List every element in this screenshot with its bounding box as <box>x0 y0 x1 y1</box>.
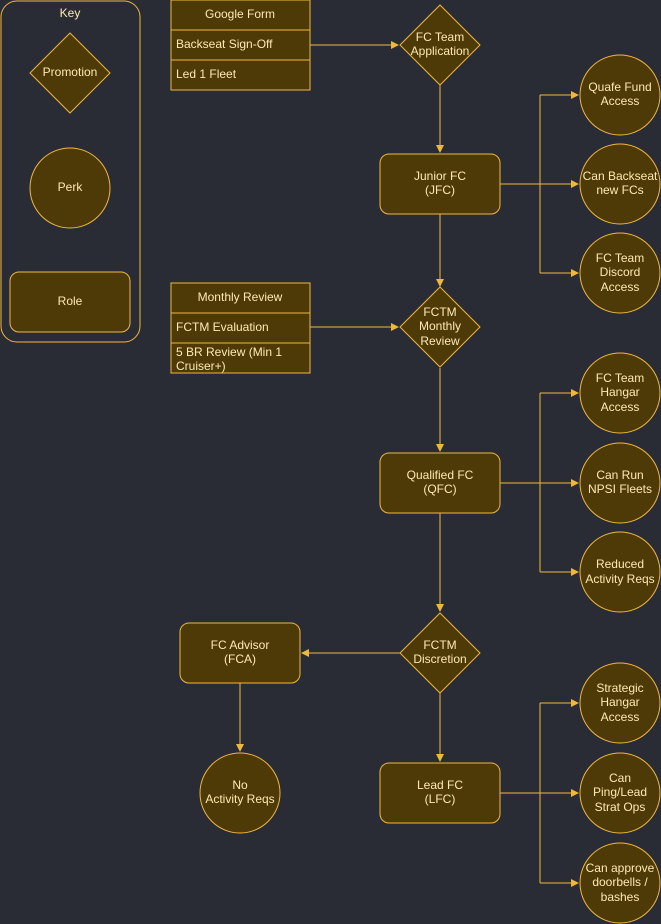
promotion-label-line: Monthly <box>419 319 461 333</box>
perk-circle <box>579 531 661 613</box>
key-title: Key <box>60 6 81 20</box>
role-box <box>179 622 301 684</box>
perk-label-line: FC Team <box>596 371 644 385</box>
perk-label-line: Access <box>601 280 640 294</box>
role-fca: FC Advisor (FCA) <box>179 622 301 684</box>
key-role-label: Role <box>58 294 83 308</box>
perk-approve-doorbells: Can approve doorbells / bashes <box>579 842 661 924</box>
role-box <box>379 762 501 824</box>
perk-label-line: FC Team <box>596 251 644 265</box>
role-label-line: FC Advisor <box>211 638 270 652</box>
perk-label-line: Discord <box>600 265 641 279</box>
promotion-label-line: FCTM <box>423 638 456 652</box>
key-frame <box>0 0 141 343</box>
application-table-row-label: Led 1 Fleet <box>176 67 237 81</box>
application-table-header-label: Google Form <box>205 7 275 21</box>
perk-discord-access: FC Team Discord Access <box>579 232 661 314</box>
perk-label-line: Reduced <box>596 557 644 571</box>
perk-circle <box>579 442 661 524</box>
perk-label-line: Ping/Lead <box>593 785 647 799</box>
perk-label-line: Can Run <box>596 468 643 482</box>
perk-strategic-hangar: Strategic Hangar Access <box>579 662 661 744</box>
promotion-label-line: Discretion <box>413 652 466 666</box>
perk-label-line: new FCs <box>596 183 643 197</box>
perk-can-backseat: Can Backseat new FCs <box>579 143 661 225</box>
role-label-line: (LFC) <box>425 792 456 806</box>
perk-reduced-activity: Reduced Activity Reqs <box>579 531 661 613</box>
promotion-application: FC Team Application <box>399 4 481 86</box>
review-requirements-table: Monthly Review FCTM Evaluation 5 BR Revi… <box>170 282 311 374</box>
key-panel: Key Promotion Perk Role <box>0 0 141 343</box>
perk-label-line: Access <box>601 94 640 108</box>
promotion-discretion: FCTM Discretion <box>399 612 481 694</box>
application-table-row-label: Backseat Sign-Off <box>176 37 273 51</box>
perk-label-line: Can approve <box>586 861 655 875</box>
perk-ping-lead: Can Ping/Lead Strat Ops <box>579 752 661 834</box>
perk-label-line: Can Backseat <box>583 169 658 183</box>
perk-label-line: bashes <box>601 890 640 904</box>
key-perk-label: Perk <box>58 180 84 194</box>
perk-hangar-access: FC Team Hangar Access <box>579 352 661 434</box>
role-label-line: (JFC) <box>425 183 455 197</box>
key-role-box <box>9 271 131 333</box>
role-label-line: (FCA) <box>224 652 256 666</box>
role-label-line: (QFC) <box>423 482 456 496</box>
key-promotion-label: Promotion <box>43 65 98 79</box>
perk-label-line: Quafe Fund <box>588 80 651 94</box>
perk-label-line: Access <box>601 400 640 414</box>
review-table-row-label: Cruiser+) <box>176 359 226 373</box>
perk-label-line: No <box>232 778 248 792</box>
perk-circle <box>579 662 661 744</box>
promotion-diamond <box>399 612 481 694</box>
perk-label-line: Hangar <box>600 695 639 709</box>
application-requirements-table: Google Form Backseat Sign-Off Led 1 Flee… <box>170 0 311 91</box>
review-table-header-label: Monthly Review <box>198 290 283 304</box>
connectors <box>236 41 579 887</box>
perk-circle <box>199 752 281 834</box>
promotion-label-line: FCTM <box>423 305 456 319</box>
perk-circle <box>579 54 661 136</box>
role-lfc: Lead FC (LFC) <box>379 762 501 824</box>
perk-circle <box>579 842 661 924</box>
perk-no-activity-reqs: No Activity Reqs <box>199 752 281 834</box>
role-label-line: Qualified FC <box>407 468 474 482</box>
perk-circle <box>579 232 661 314</box>
perk-circle <box>579 352 661 434</box>
application-table-row <box>170 59 311 91</box>
perk-quafe-fund-access: Quafe Fund Access <box>579 54 661 136</box>
promotion-label-line: Application <box>411 44 470 58</box>
perk-label-line: doorbells / <box>592 875 648 889</box>
promotion-diamond <box>399 286 481 368</box>
role-label-line: Junior FC <box>414 169 466 183</box>
review-table-row <box>170 342 311 374</box>
role-jfc: Junior FC (JFC) <box>379 153 501 215</box>
review-table-row-label: 5 BR Review (Min 1 <box>176 345 282 359</box>
perk-label-line: Strat Ops <box>595 800 646 814</box>
perk-label-line: Hangar <box>600 385 639 399</box>
review-table-row <box>170 312 311 344</box>
perk-label-line: Strategic <box>596 681 643 695</box>
perk-label-line: Activity Reqs <box>585 572 654 586</box>
promotion-diamond <box>399 4 481 86</box>
perk-circle <box>579 143 661 225</box>
perk-label-line: Access <box>601 710 640 724</box>
promotion-label-line: FC Team <box>416 30 464 44</box>
review-table-row-label: FCTM Evaluation <box>176 320 269 334</box>
role-label-line: Lead FC <box>417 778 463 792</box>
perk-label-line: NPSI Fleets <box>588 482 652 496</box>
perk-label-line: Can <box>609 771 631 785</box>
role-box <box>379 452 501 514</box>
key-perk-circle <box>29 147 111 229</box>
role-qfc: Qualified FC (QFC) <box>379 452 501 514</box>
role-box <box>379 153 501 215</box>
perk-label-line: Activity Reqs <box>205 792 274 806</box>
promotion-label-line: Review <box>420 334 460 348</box>
perk-circle <box>579 752 661 834</box>
promotion-monthly-review: FCTM Monthly Review <box>399 286 481 368</box>
review-table-header <box>170 282 311 314</box>
key-promotion-diamond <box>29 32 111 114</box>
perk-npsi-fleets: Can Run NPSI Fleets <box>579 442 661 524</box>
